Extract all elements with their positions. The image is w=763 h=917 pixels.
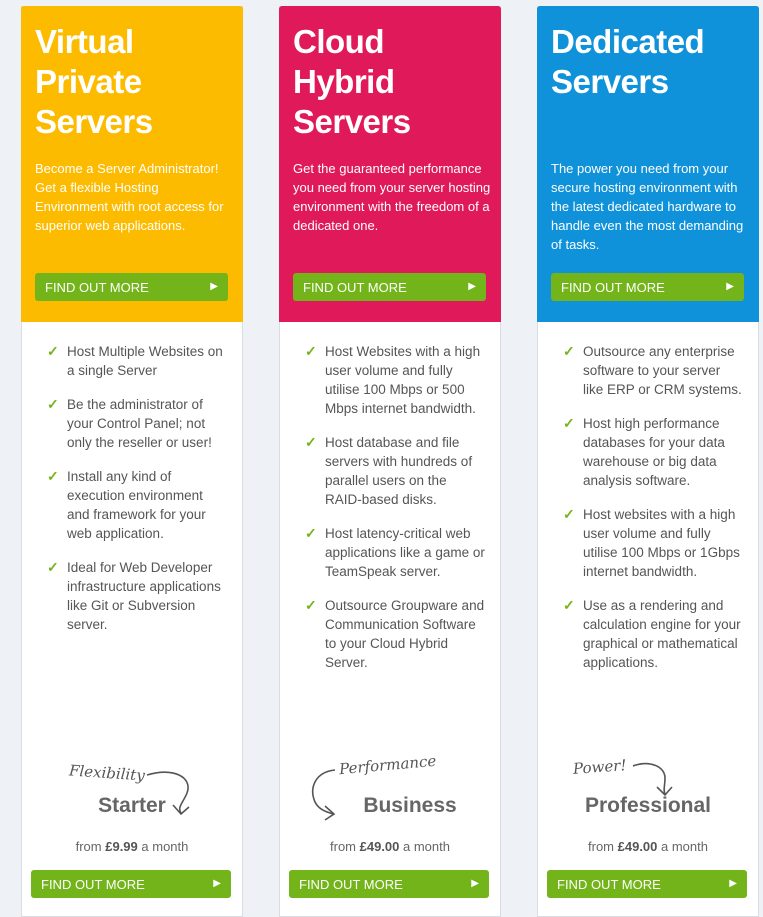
check-icon: ✓ [47,468,59,484]
check-icon: ✓ [305,434,317,450]
list-item: ✓Host websites with a high user volume a… [563,506,740,579]
list-item: ✓Outsource any enterprise software to yo… [563,343,742,397]
find-out-more-button[interactable]: FIND OUT MORE ▶ [551,273,744,301]
arrow-right-icon: ▶ [210,281,218,292]
plan-tagline: Flexibility [68,761,146,785]
plan-tier: Professional [584,794,712,817]
plan-header: Virtual Private Servers Become a Server … [21,6,243,322]
plan-title: Virtual Private Servers [35,23,153,140]
feature-list: ✓Host Websites with a high user volume a… [305,342,485,687]
check-icon: ✓ [305,525,317,541]
plan-card-cloud-hybrid: Cloud Hybrid Servers Get the guaranteed … [279,6,501,917]
plan-description: The power you need from your secure host… [551,161,744,252]
list-item: ✓Ideal for Web Developer infrastructure … [47,559,221,632]
check-icon: ✓ [47,396,59,412]
plan-title: Cloud Hybrid Servers [293,23,411,140]
plan-tagline: Performance [338,751,437,779]
list-item: ✓Host high performance databases for you… [563,415,725,488]
check-icon: ✓ [47,343,59,359]
plan-title: Dedicated Servers [551,23,705,100]
arrow-right-icon: ▶ [213,878,221,889]
list-item: ✓Be the administrator of your Control Pa… [47,396,212,450]
arrow-right-icon: ▶ [729,878,737,889]
arrow-right-icon: ▶ [468,281,476,292]
find-out-more-button[interactable]: FIND OUT MORE ▶ [293,273,486,301]
list-item: ✓Use as a rendering and calculation engi… [563,597,741,670]
plan-header: Dedicated Servers The power you need fro… [537,6,759,322]
check-icon: ✓ [563,415,575,431]
check-icon: ✓ [47,559,59,575]
list-item: ✓Outsource Groupware and Communication S… [305,597,485,670]
check-icon: ✓ [563,506,575,522]
find-out-more-button[interactable]: FIND OUT MORE ▶ [31,870,231,898]
plan-description: Get the guaranteed performance you need … [293,161,491,233]
plan-tagline: Power! [572,756,628,778]
plan-card-dedicated: Dedicated Servers The power you need fro… [537,6,759,917]
plan-card-vps: Virtual Private Servers Become a Server … [21,6,243,917]
plan-header: Cloud Hybrid Servers Get the guaranteed … [279,6,501,322]
list-item: ✓Host Multiple Websites on a single Serv… [47,343,223,378]
hand-drawn-arrow-icon [632,762,673,797]
find-out-more-button[interactable]: FIND OUT MORE ▶ [547,870,747,898]
feature-list: ✓Outsource any enterprise software to yo… [563,342,743,687]
check-icon: ✓ [563,597,575,613]
plan-price: from £9.99 a month [75,839,189,854]
list-item: ✓Install any kind of execution environme… [47,468,206,541]
check-icon: ✓ [305,597,317,613]
check-icon: ✓ [563,343,575,359]
hand-drawn-arrow-icon [146,771,190,816]
check-icon: ✓ [305,343,317,359]
plan-description: Become a Server Administrator! Get a fle… [35,161,224,233]
hand-drawn-arrow-icon [311,769,336,821]
list-item: ✓Host Websites with a high user volume a… [305,343,481,416]
find-out-more-button[interactable]: FIND OUT MORE ▶ [289,870,489,898]
plan-price: from £49.00 a month [588,839,708,854]
list-item: ✓Host database and file servers with hun… [305,434,473,507]
plan-tier: Business [363,794,457,817]
plan-price: from £49.00 a month [330,839,450,854]
list-item: ✓Host latency-critical web applications … [305,525,485,579]
feature-list: ✓Host Multiple Websites on a single Serv… [47,342,227,649]
plan-tier: Starter [98,794,166,817]
arrow-right-icon: ▶ [726,281,734,292]
find-out-more-button[interactable]: FIND OUT MORE ▶ [35,273,228,301]
arrow-right-icon: ▶ [471,878,479,889]
